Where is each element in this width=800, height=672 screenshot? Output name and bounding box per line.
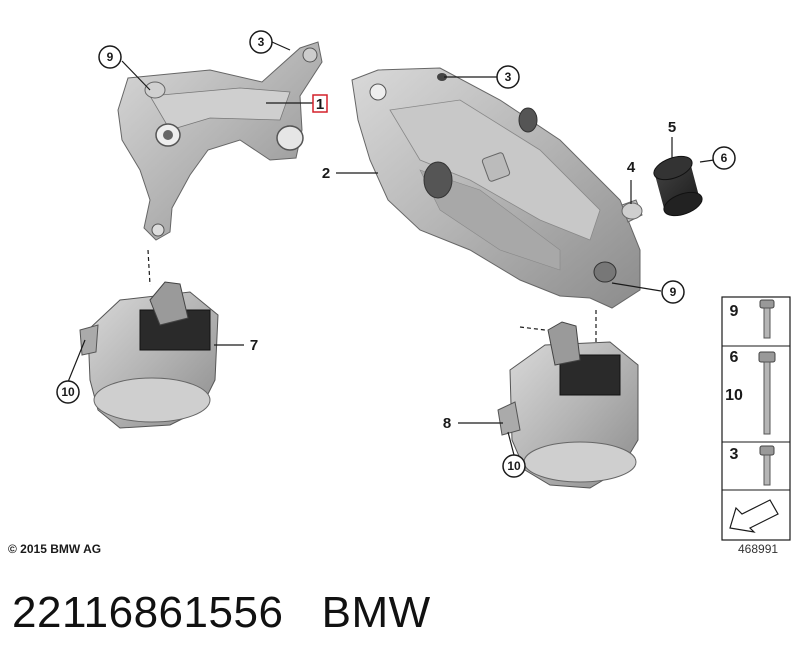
callout-8: 8: [443, 415, 451, 432]
callout-6: 6: [712, 146, 736, 170]
callout-5: 5: [668, 119, 676, 136]
svg-text:9: 9: [107, 50, 114, 64]
part-caption: 22116861556 BMW: [12, 588, 431, 638]
callouts: 9 3 1 2 3 4 5 6 9 7 10 8 10: [56, 30, 736, 478]
svg-text:1: 1: [316, 96, 324, 113]
arrow-icon: [729, 499, 779, 533]
svg-text:4: 4: [627, 159, 636, 176]
callout-9-right: 9: [661, 280, 685, 304]
screw-3-icon: [759, 445, 775, 486]
svg-text:5: 5: [668, 119, 676, 136]
bolt-6-10-icon: [758, 351, 776, 435]
svg-text:10: 10: [507, 459, 521, 473]
callout-3-top-right: 3: [496, 65, 520, 89]
engine-mount-right-part: [497, 321, 639, 489]
part-number: 22116861556: [12, 588, 284, 637]
stopper-part: [621, 199, 643, 223]
svg-text:3: 3: [258, 35, 265, 49]
callout-1-highlighted: 1: [312, 94, 328, 113]
callout-9-top-left: 9: [98, 45, 122, 69]
callout-4: 4: [627, 159, 636, 176]
svg-text:6: 6: [730, 349, 739, 366]
svg-text:6: 6: [721, 151, 728, 165]
svg-text:2: 2: [322, 165, 330, 182]
svg-text:8: 8: [443, 415, 451, 432]
parts-diagram: 9 3 1 2 3 4 5 6 9 7 10 8 10 9 6 10: [56, 30, 791, 541]
svg-text:3: 3: [730, 446, 739, 463]
callout-3-top-left: 3: [249, 30, 273, 54]
rubber-buffer-part: [653, 155, 703, 217]
svg-text:9: 9: [730, 303, 739, 320]
bolt-9-icon: [759, 299, 775, 339]
diagram-id: 468991: [738, 542, 779, 556]
callout-7: 7: [250, 337, 258, 354]
copyright-text: © 2015 BMW AG: [8, 542, 102, 556]
callout-10-right: 10: [502, 454, 526, 478]
svg-text:3: 3: [505, 70, 512, 84]
engine-mount-left-part: [79, 281, 219, 429]
fastener-legend: 9 6 10 3: [721, 296, 791, 541]
bracket-right-part: [351, 67, 641, 309]
callout-10-left: 10: [56, 380, 80, 404]
leader-lines: [67, 41, 715, 456]
svg-text:10: 10: [61, 385, 75, 399]
svg-text:10: 10: [725, 387, 743, 404]
svg-text:7: 7: [250, 337, 258, 354]
bracket-left-part: [117, 41, 323, 241]
brand-name: BMW: [321, 588, 431, 637]
callout-2: 2: [322, 165, 330, 182]
svg-text:9: 9: [670, 285, 677, 299]
